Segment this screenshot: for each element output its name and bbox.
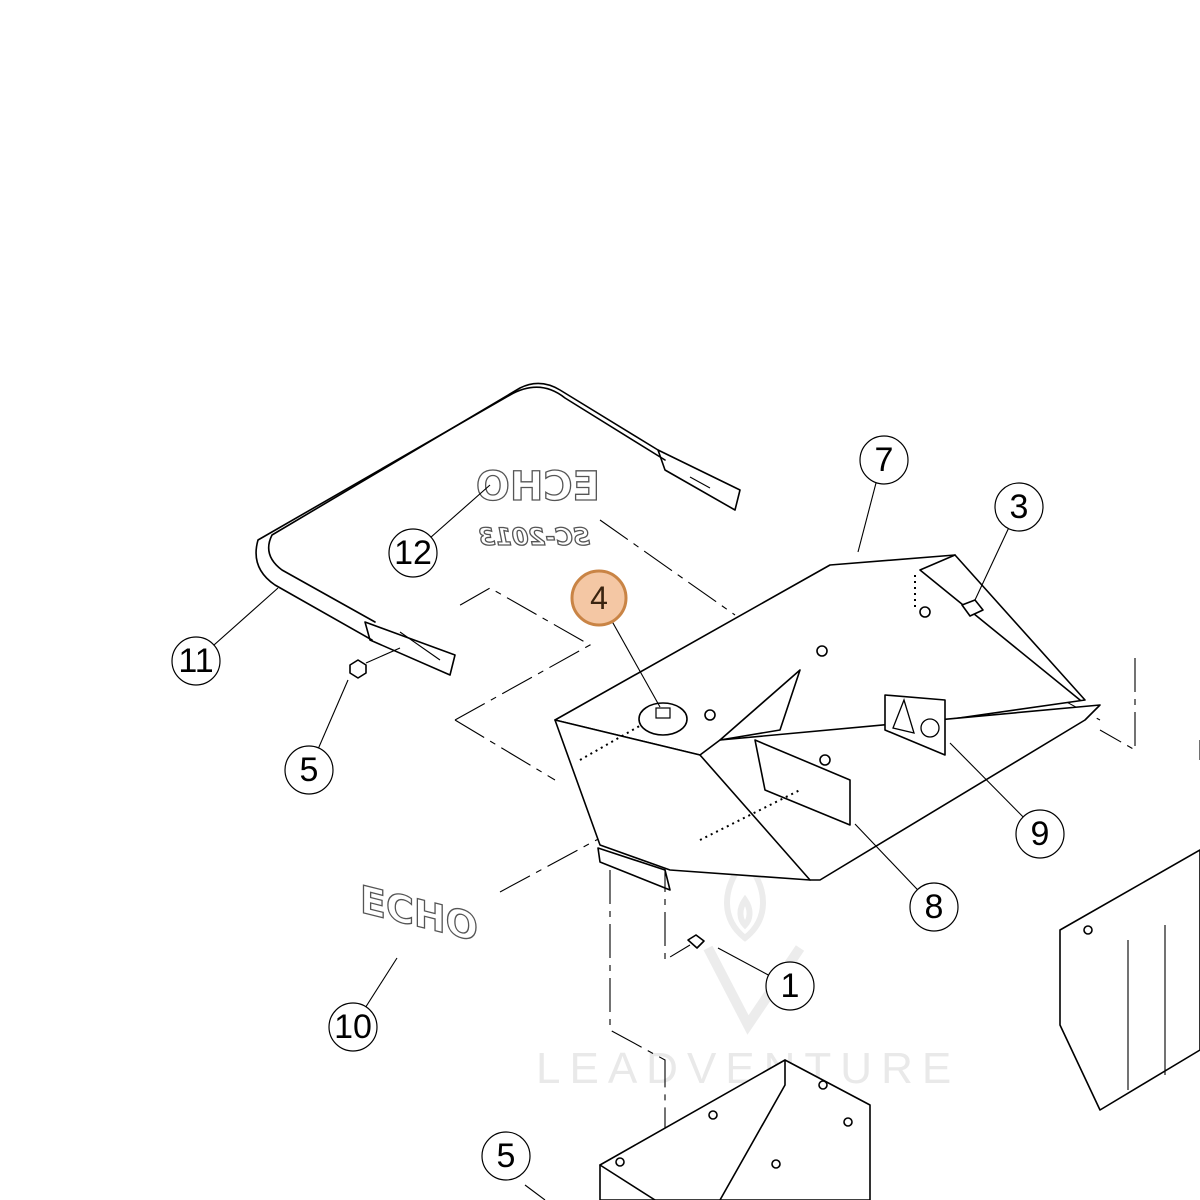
decal-front-logo: ECHO (360, 878, 478, 952)
svg-text:4: 4 (590, 580, 608, 616)
bolt-1 (687, 934, 705, 949)
svg-text:3: 3 (1010, 488, 1029, 526)
callout-12[interactable]: 12 (388, 528, 438, 578)
svg-text:10: 10 (334, 1008, 372, 1046)
watermark: LEADVENTURE (536, 855, 951, 1093)
callout-9[interactable]: 9 (1015, 809, 1065, 859)
svg-text:5: 5 (497, 1137, 516, 1175)
svg-text:9: 9 (1031, 815, 1050, 853)
decal-front: ECHO (359, 877, 478, 952)
callout-5-lower[interactable]: 5 (481, 1131, 531, 1181)
svg-text:11: 11 (178, 642, 213, 680)
svg-text:8: 8 (925, 888, 944, 926)
callout-8[interactable]: 8 (909, 882, 959, 932)
watermark-flame-icon (724, 855, 766, 942)
decal-rear: ECHO SC-2013 (475, 463, 600, 551)
bolt-3 (961, 599, 984, 617)
hopper-cover (554, 554, 1101, 891)
svg-text:1: 1 (781, 967, 800, 1005)
callout-4[interactable]: 4 (570, 569, 628, 627)
nut-upper (349, 647, 401, 679)
decal-rear-model: SC-2013 (478, 523, 590, 551)
svg-text:7: 7 (875, 441, 894, 479)
callout-3[interactable]: 3 (994, 482, 1044, 532)
callout-7[interactable]: 7 (859, 435, 909, 485)
bolt-4 (638, 702, 688, 736)
callout-11[interactable]: 11 (171, 636, 221, 686)
side-panel (1059, 849, 1200, 1111)
warning-decal (884, 694, 946, 756)
lower-box (599, 1059, 871, 1200)
svg-text:12: 12 (394, 534, 432, 572)
svg-text:5: 5 (300, 751, 319, 789)
callout-1[interactable]: 1 (765, 961, 815, 1011)
decal-rear-logo: ECHO (476, 464, 600, 510)
callout-10[interactable]: 10 (328, 1002, 378, 1052)
handle (255, 382, 741, 676)
callout-5-upper[interactable]: 5 (284, 745, 334, 795)
protective-gear-icon (920, 718, 940, 738)
warning-triangle-icon (892, 698, 915, 734)
